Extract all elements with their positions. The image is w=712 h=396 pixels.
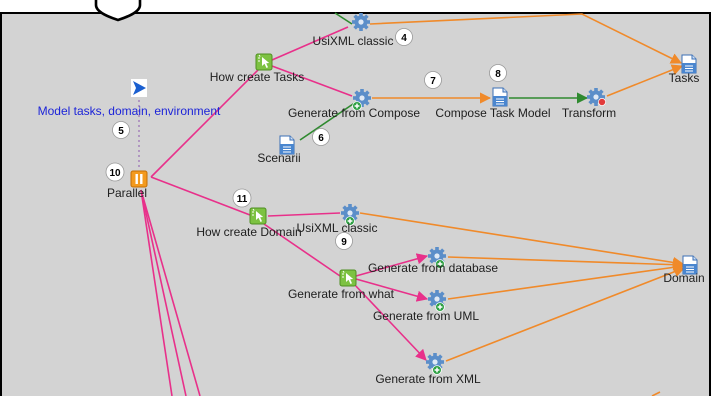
node-compose-task-model[interactable]: Compose Task Model <box>435 87 551 120</box>
generate-from-xml-label: Generate from XML <box>375 372 481 386</box>
green-cursor-square-icon <box>249 207 267 225</box>
generate-from-uml-label: Generate from UML <box>373 309 479 323</box>
edge-domain-to-generate-what <box>263 223 341 277</box>
node-parallel[interactable]: Parallel <box>107 170 148 200</box>
compose-task-model-label: Compose Task Model <box>435 106 550 120</box>
node-scenarii[interactable]: Scenarii <box>257 135 301 165</box>
node-generate-from-xml[interactable]: Generate from XML <box>375 353 481 386</box>
edge-partial-bottom <box>651 391 661 396</box>
edge-xml-to-domain <box>445 266 686 362</box>
transform-label: Transform <box>562 106 616 120</box>
number-badge-6: 6 <box>312 128 330 146</box>
node-usixml-classic-2[interactable]: UsiXML classic <box>297 204 378 235</box>
svg-text:5: 5 <box>118 126 124 137</box>
top-shield-icon <box>94 0 142 22</box>
domain-label: Domain <box>663 271 704 285</box>
how-create-domain-label: How create Domain <box>196 225 301 239</box>
node-generate-from-compose[interactable]: Generate from Compose <box>288 89 420 120</box>
edge-tasks-to-generate-compose <box>271 65 353 97</box>
edge-what-to-database <box>355 253 429 277</box>
node-how-create-tasks[interactable]: How create Tasks <box>210 53 304 84</box>
svg-text:6: 6 <box>318 133 324 144</box>
number-badge-10: 10 <box>105 162 125 182</box>
svg-text:7: 7 <box>430 76 436 87</box>
usixml-classic-1-label: UsiXML classic <box>313 34 394 48</box>
node-transform[interactable]: Transform <box>562 88 616 120</box>
svg-text:9: 9 <box>341 237 347 248</box>
node-generate-from-uml[interactable]: Generate from UML <box>373 290 479 323</box>
blue-flag-icon <box>131 79 147 97</box>
svg-text:4: 4 <box>401 33 407 44</box>
parallel-label: Parallel <box>107 186 147 200</box>
edge-transform-to-tasks <box>606 64 684 97</box>
edge-parallel-down-2 <box>140 189 187 396</box>
number-badge-5: 5 <box>112 121 130 139</box>
diagram-canvas <box>0 12 711 396</box>
edge-parallel-to-how-create-domain <box>150 176 251 216</box>
svg-text:11: 11 <box>237 194 248 205</box>
edge-parallel-to-how-create-tasks <box>150 69 259 178</box>
edge-what-to-xml <box>353 283 427 361</box>
tasks-label: Tasks <box>669 71 700 85</box>
svg-text:10: 10 <box>109 168 121 179</box>
number-badge-8: 8 <box>489 64 507 82</box>
number-badge-4: 4 <box>395 28 413 46</box>
edge-usixml-2-to-domain <box>359 212 685 268</box>
svg-text:8: 8 <box>495 69 501 80</box>
scenarii-label: Scenarii <box>257 151 300 165</box>
green-cursor-square-icon <box>339 269 357 287</box>
node-domain[interactable]: Domain <box>663 255 705 285</box>
number-badge-11: 11 <box>232 188 252 208</box>
node-usixml-classic-1[interactable]: UsiXML classic <box>313 13 394 48</box>
green-cursor-square-icon <box>255 53 273 71</box>
edge-tasks-to-usixml-1 <box>271 26 349 61</box>
how-create-tasks-label: How create Tasks <box>210 70 304 84</box>
usixml-classic-2-label: UsiXML classic <box>297 221 378 235</box>
edge-database-to-domain <box>447 256 685 271</box>
edge-parallel-down-3 <box>140 189 201 396</box>
edge-parallel-down-1 <box>140 189 173 396</box>
node-tasks[interactable]: Tasks <box>669 54 700 85</box>
model-tasks-label: Model tasks, domain, environment <box>38 104 221 118</box>
node-generate-from-database[interactable]: Generate from database <box>368 247 498 275</box>
node-model-tasks-goal[interactable]: Model tasks, domain, environment <box>38 79 221 118</box>
edge-what-to-uml <box>355 278 429 302</box>
red-dot-icon <box>598 98 606 106</box>
generate-from-database-label: Generate from database <box>368 261 498 275</box>
edge-green-top <box>334 12 353 25</box>
edge-scenarii-to-generate-compose <box>299 101 357 141</box>
generate-from-compose-label: Generate from Compose <box>288 106 420 120</box>
node-how-create-domain[interactable]: How create Domain <box>196 207 302 239</box>
edge-uml-to-domain <box>447 261 685 300</box>
number-badge-9: 9 <box>335 232 353 250</box>
generate-from-what-label: Generate from what <box>288 287 395 301</box>
edge-domain-to-usixml-2 <box>267 212 341 217</box>
document-icon <box>492 87 508 107</box>
number-badge-7: 7 <box>424 71 442 89</box>
parallel-bars-icon <box>130 170 148 188</box>
edge-usixml-1-to-tasks <box>369 13 683 64</box>
blue-gear-icon <box>352 13 370 31</box>
node-generate-from-what[interactable]: Generate from what <box>288 269 395 301</box>
